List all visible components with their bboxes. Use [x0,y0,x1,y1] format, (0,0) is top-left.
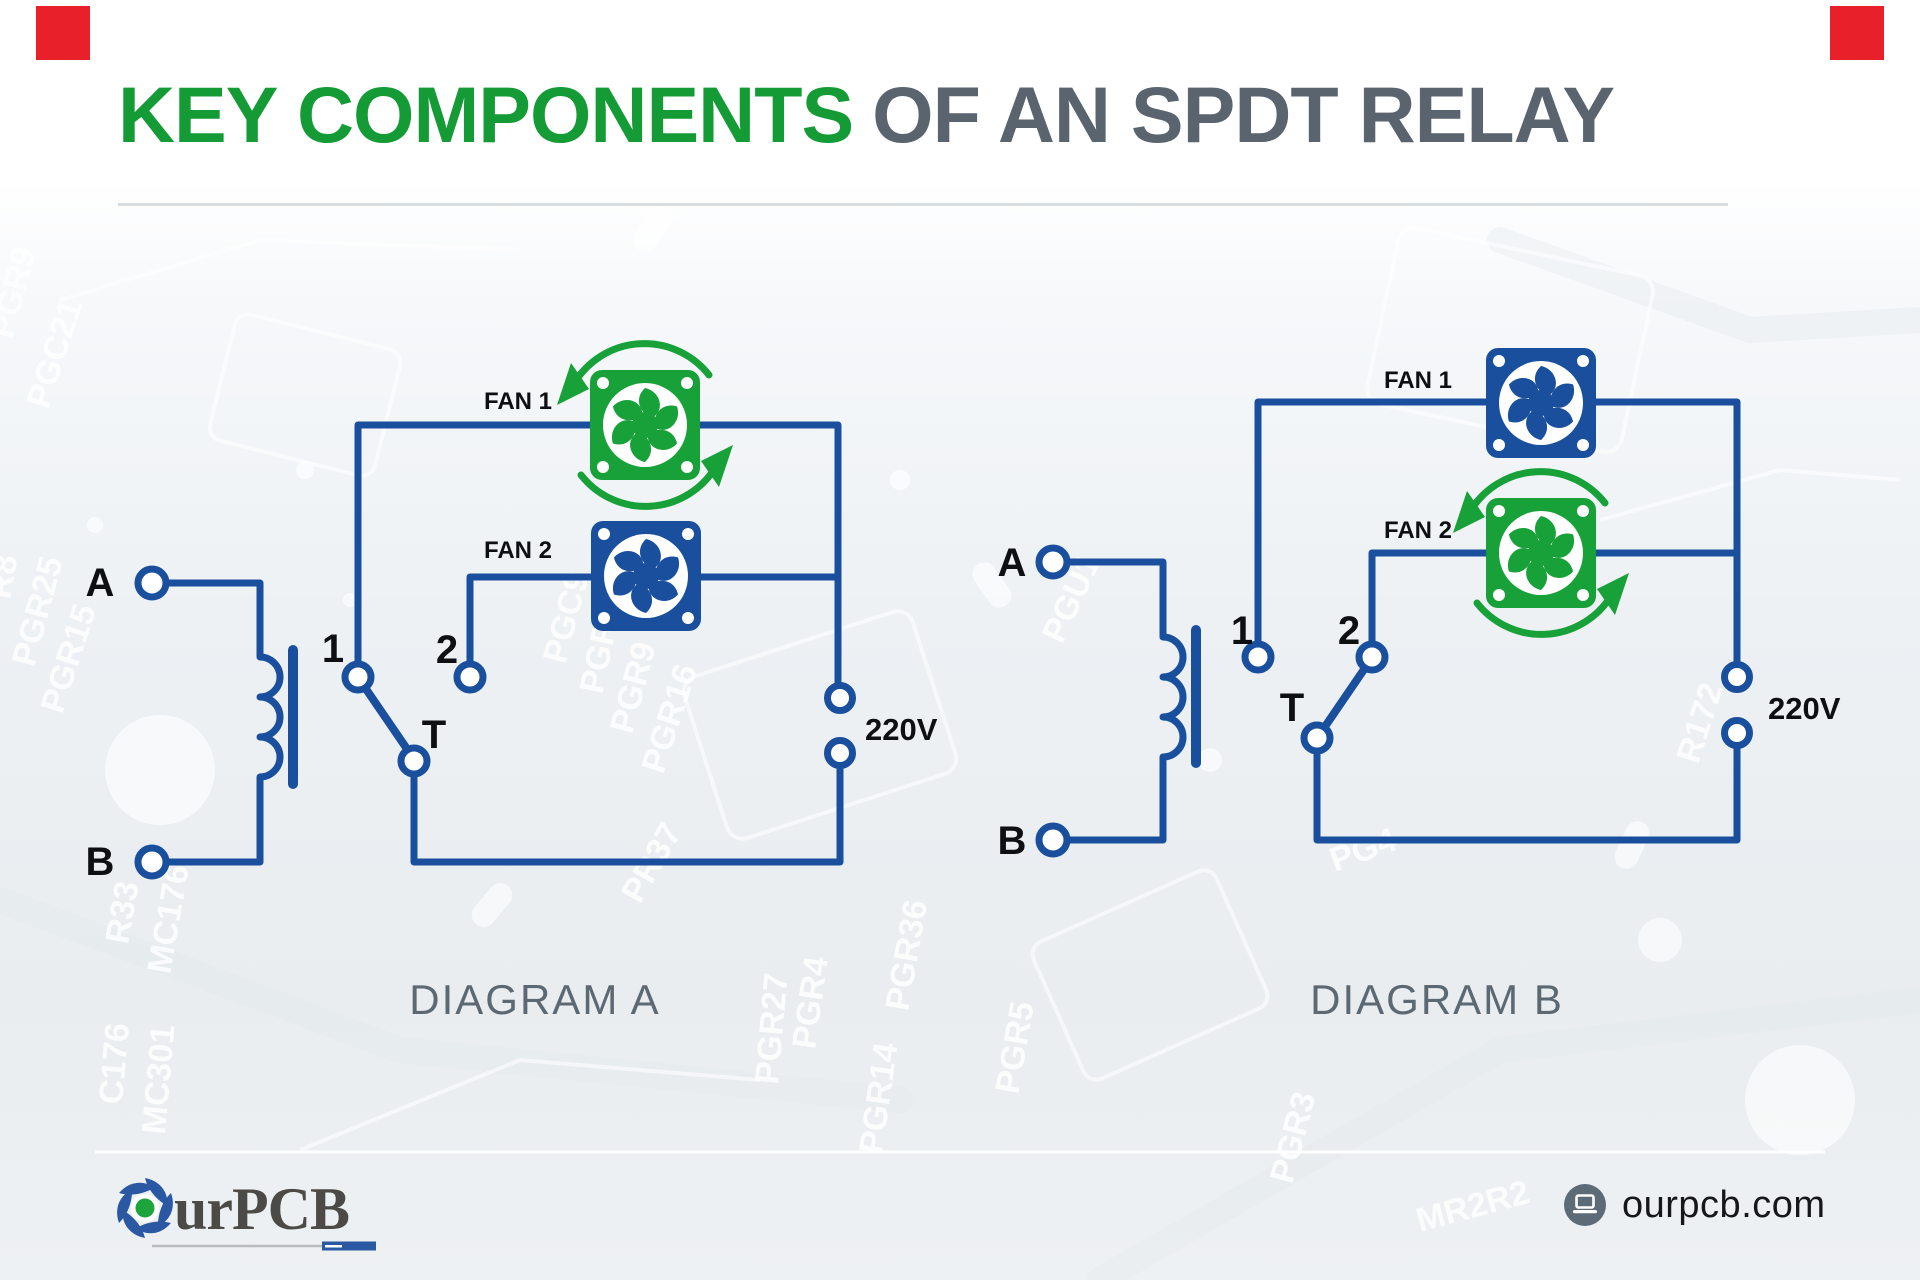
fan2-branch-wire-a [466,573,842,667]
switch-throw-b [1320,664,1369,732]
contact-t-label: T [422,713,446,757]
supply-terminal-top-b [1721,661,1753,693]
corner-accent-square-left [36,6,90,60]
fan2-icon-green [1486,498,1596,608]
title-divider [118,203,1728,206]
fan1-icon-blue [1486,348,1596,458]
supply-terminal-bottom-a [824,737,856,769]
contact-1 [341,660,375,694]
common-return-wire-a [410,762,844,866]
terminal-a-label: A [998,541,1027,585]
supply-voltage-label-a: 220V [865,712,938,747]
contact-2-label: 2 [1338,609,1360,653]
contact-1-label: 1 [322,627,344,671]
common-return-wire-b [1313,742,1741,844]
terminal-b [134,844,170,880]
logo-underline-notch [325,1245,342,1248]
terminal-b [1035,822,1071,858]
fan1-icon-green [590,370,700,480]
fan1-label: FAN 1 [484,388,552,415]
diagram-a-caption: DIAGRAM A [409,976,661,1023]
ourpcb-logo: urPCB [110,1166,410,1271]
footer-website: ourpcb.com [1562,1182,1826,1228]
contact-t [1300,721,1334,755]
logo-wordmark: urPCB [174,1176,349,1242]
contact-t [397,744,431,778]
logo-swirl-icon [117,1178,173,1238]
coil-circuit-wire-a [162,579,284,866]
contact-2-label: 2 [436,628,458,672]
page-title-highlight: KEY COMPONENTS [118,70,854,159]
supply-terminal-bottom-b [1721,717,1753,749]
supply-terminal-top-a [824,682,856,714]
switch-throw-a [362,685,411,753]
fan2-label: FAN 2 [1384,517,1452,544]
logo-underline-blue [322,1241,376,1251]
contact-1 [1241,640,1275,674]
pcb-outline-shapes [59,225,1901,1152]
fan1-label: FAN 1 [1384,367,1452,394]
contact-2 [453,660,487,694]
fan2-icon-blue [591,521,701,631]
supply-voltage-label-b: 220V [1768,691,1841,726]
diagram-b: A B 1 2 T FAN 1 FAN 2 220V [998,348,1841,863]
laptop-icon [1564,1184,1606,1226]
contact-1-label: 1 [1231,609,1253,653]
contact-2 [1355,640,1389,674]
terminal-b-label: B [86,840,115,884]
diagram-b-caption: DIAGRAM B [1310,976,1564,1023]
corner-accent-square-right [1830,6,1884,60]
contact-t-label: T [1280,686,1304,730]
diagram-a: A B 1 2 T FAN 1 FAN 2 220V [86,344,938,884]
terminal-a [1035,544,1071,580]
ghost-label: C176 [92,1021,137,1105]
fan2-branch-wire-b [1368,549,1741,647]
pcb-trace-lines [0,227,1920,1280]
website-url: ourpcb.com [1622,1183,1826,1226]
page-title-rest: OF AN SPDT RELAY [872,70,1615,159]
fan2-label: FAN 2 [484,537,552,564]
pcb-pads-and-holes [87,201,1855,1155]
terminal-b-label: B [998,819,1027,863]
terminal-a [134,565,170,601]
coil-circuit-wire-b [1063,558,1187,844]
terminal-a-label: A [86,561,115,605]
